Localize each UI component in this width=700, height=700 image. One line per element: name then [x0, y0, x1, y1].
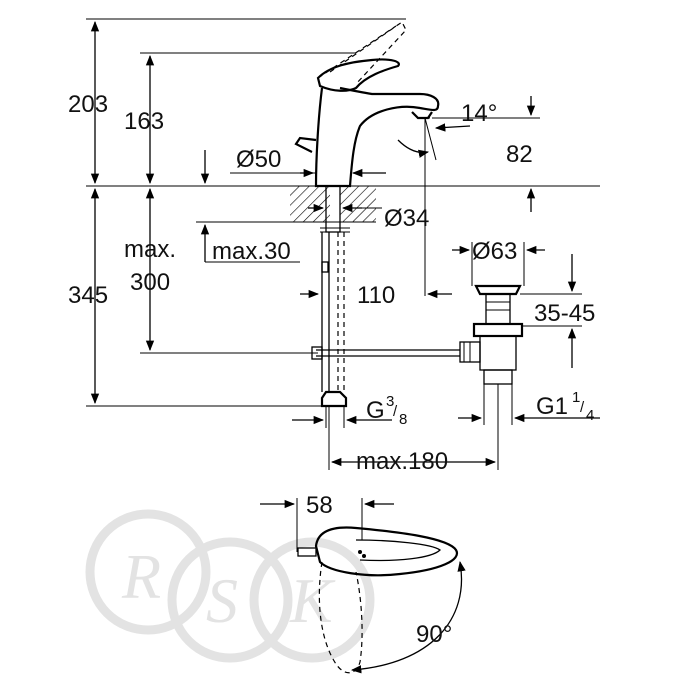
label-g38: G 3 / 8 — [366, 393, 407, 428]
svg-text:/: / — [393, 403, 398, 420]
faucet-side-view — [290, 21, 460, 408]
svg-text:8: 8 — [399, 411, 407, 428]
label-82: 82 — [506, 141, 533, 168]
svg-text:R: R — [121, 541, 161, 612]
spout-angle-dim — [397, 96, 540, 296]
label-max30: max.30 — [212, 238, 291, 265]
svg-text:1: 1 — [572, 389, 580, 406]
label-g1-1-4: G1 1 / 4 — [536, 389, 594, 424]
rsk-watermark: R S K — [85, 509, 375, 663]
label-203: 203 — [68, 91, 108, 118]
label-35-45: 35-45 — [534, 300, 595, 327]
svg-text:K: K — [289, 565, 336, 636]
svg-text:G: G — [366, 397, 385, 424]
label-58: 58 — [306, 492, 333, 519]
label-90-deg: 90° — [416, 621, 452, 648]
label-d50: Ø50 — [236, 146, 281, 173]
dimension-labels: 203 163 14° 82 Ø50 Ø34 max. 300 max.30 3… — [68, 91, 595, 648]
waste-assembly — [292, 242, 600, 470]
label-max-word: max. — [124, 236, 176, 263]
label-300: 300 — [130, 269, 170, 296]
label-d63: Ø63 — [472, 238, 517, 265]
faucet-top-view — [260, 498, 466, 674]
label-14-deg: 14° — [461, 100, 497, 127]
svg-text:S: S — [206, 565, 238, 636]
label-345: 345 — [68, 282, 108, 309]
label-110: 110 — [357, 282, 395, 309]
svg-text:/: / — [580, 399, 585, 416]
label-max180: max.180 — [356, 448, 448, 475]
label-163: 163 — [124, 108, 164, 135]
label-d34: Ø34 — [384, 205, 429, 232]
svg-text:G1: G1 — [536, 393, 568, 420]
svg-text:4: 4 — [586, 407, 594, 424]
svg-text:3: 3 — [386, 393, 394, 410]
